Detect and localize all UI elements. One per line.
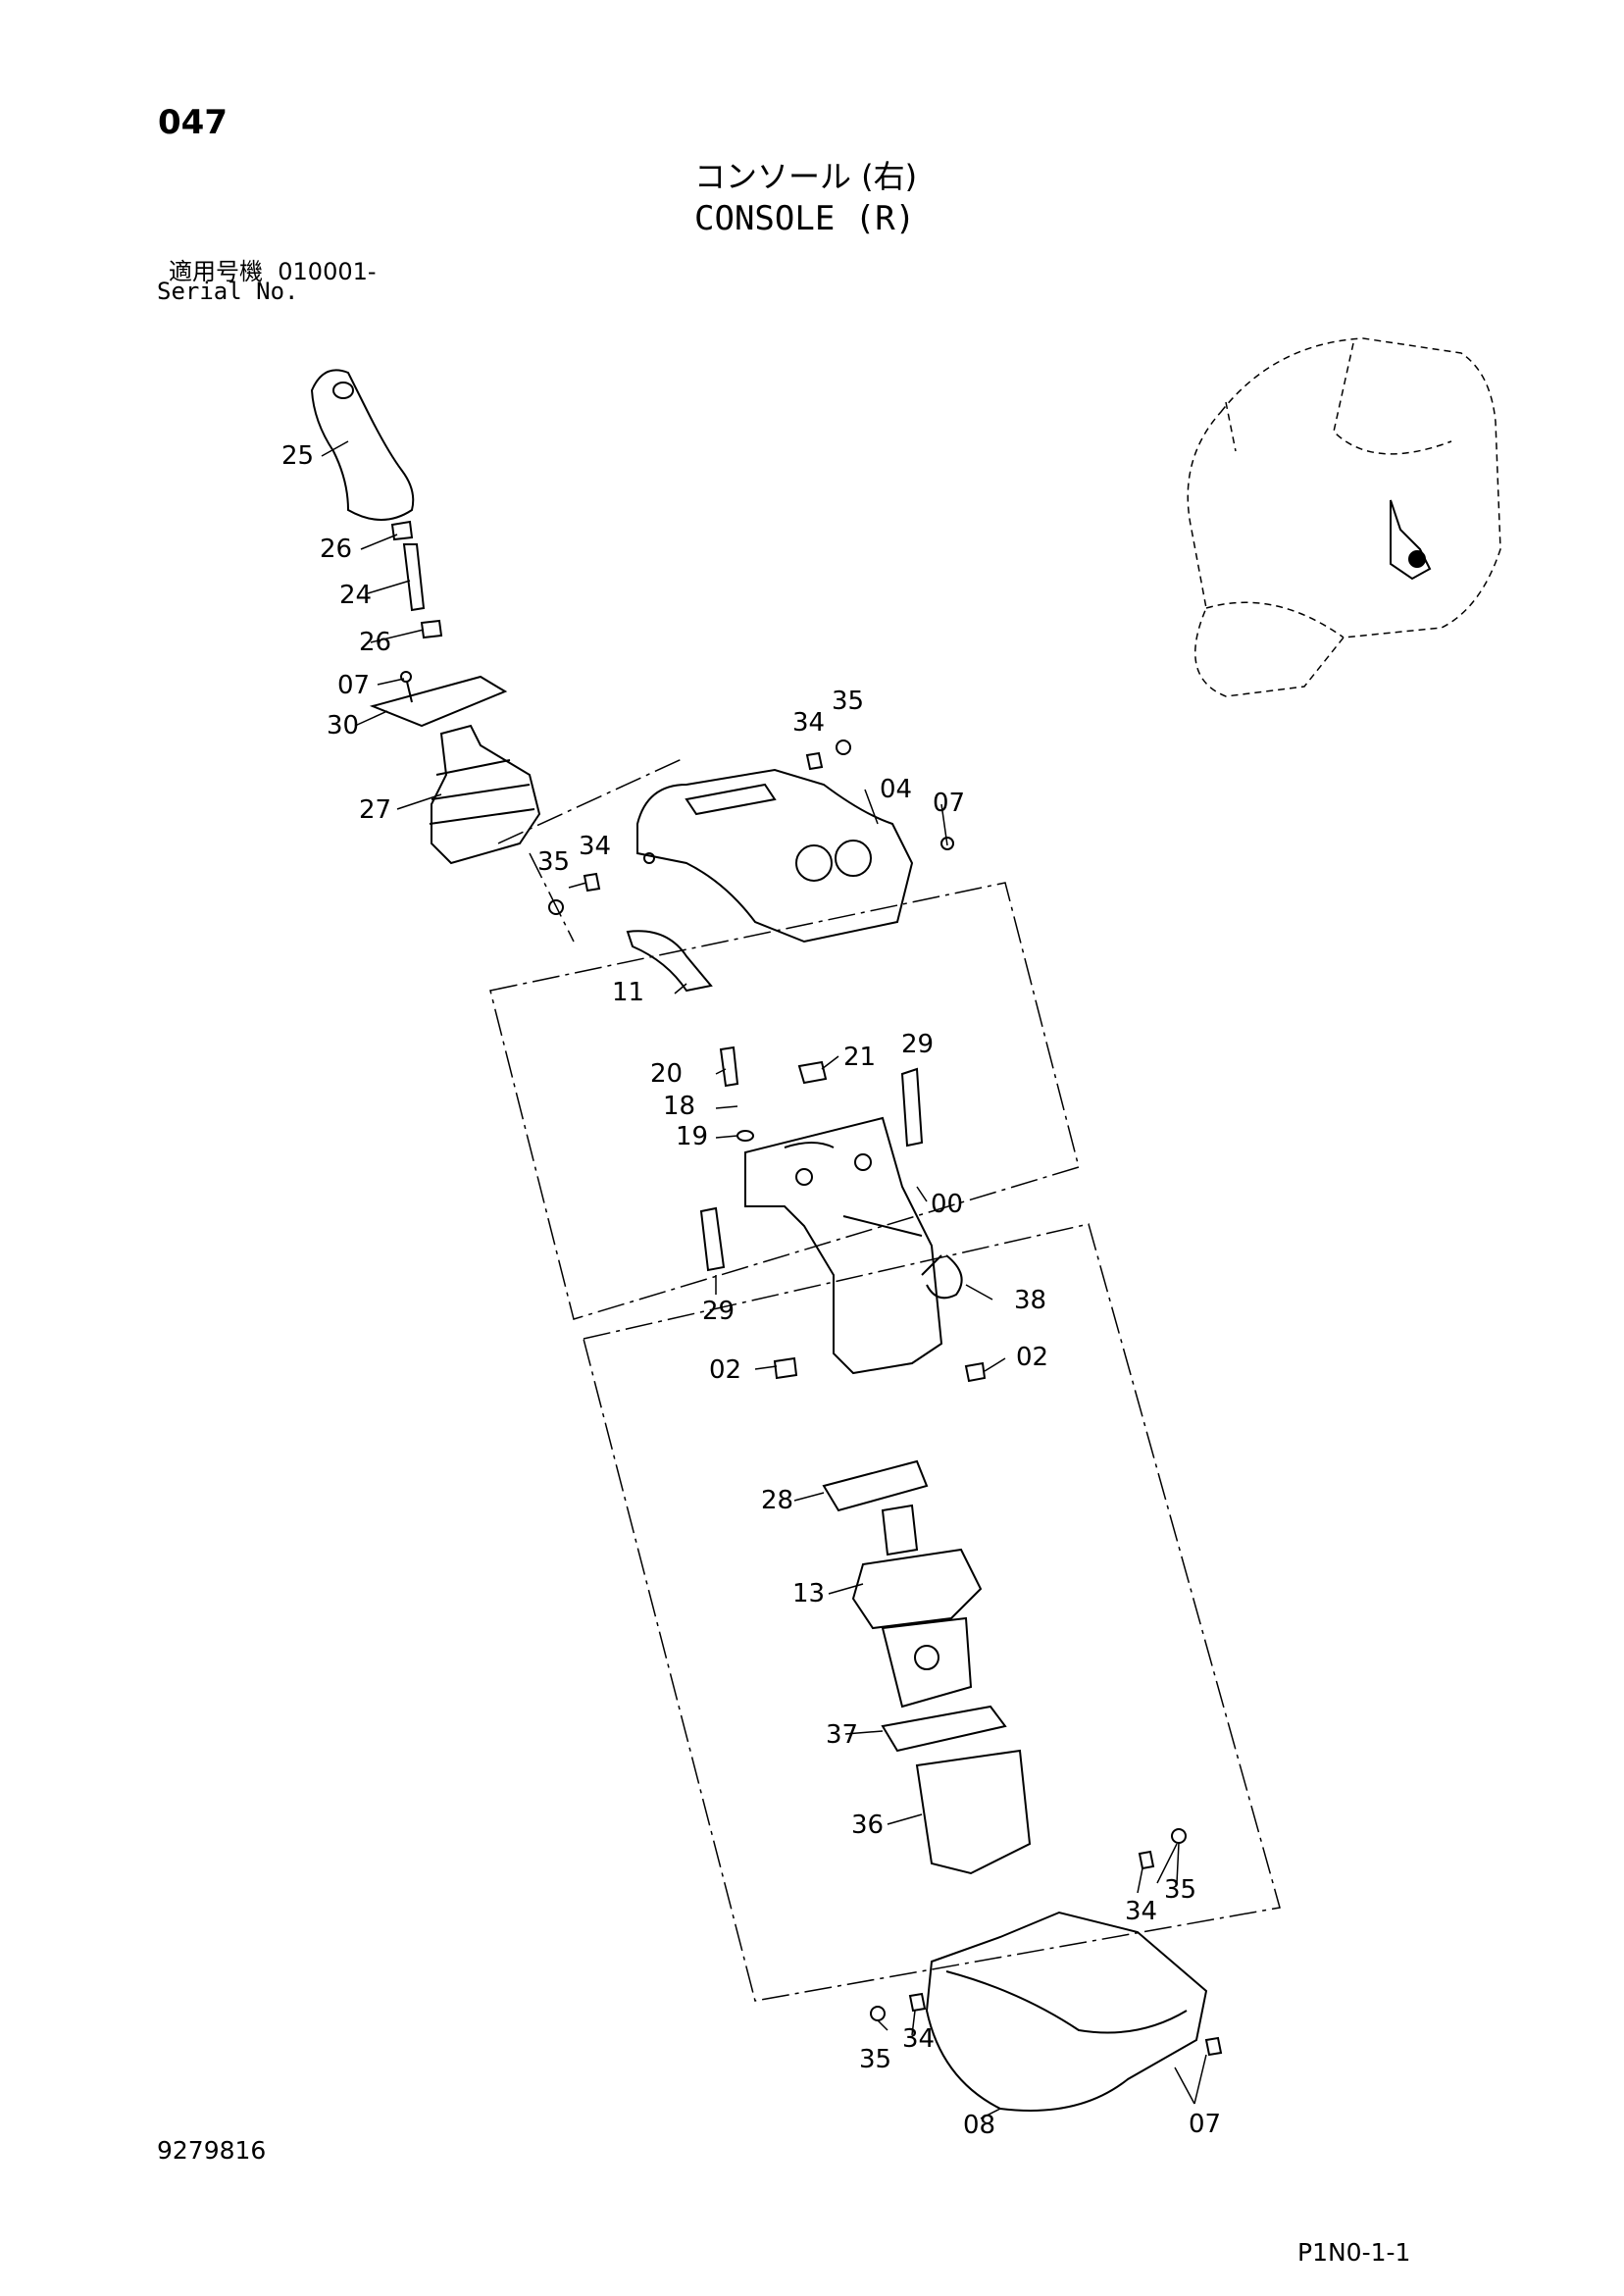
callout: 00 [931,1190,963,1219]
callout: 38 [1014,1286,1046,1315]
screw [805,751,824,771]
lever-rod [390,520,443,639]
lock-pin [926,1254,963,1300]
bolt [797,1060,828,1085]
locator-lever-icon [1390,499,1432,581]
lever-grip [310,369,415,521]
callout: 27 [359,795,391,825]
callout: 35 [537,847,570,877]
serial-label-english: Serial No. [157,278,299,305]
callout: 30 [327,711,359,740]
callout: 19 [676,1122,708,1151]
locator-view [1187,337,1501,697]
callout: 29 [702,1297,735,1326]
callout: 34 [1125,1897,1157,1926]
callout: 34 [792,708,825,738]
page-code: P1N0-1-1 [1297,2238,1411,2267]
boot-plate [369,671,508,728]
callout: 24 [339,581,372,610]
callout: 07 [933,789,965,818]
callout: 35 [859,2045,891,2074]
callout: 04 [880,775,912,804]
callout: 11 [612,978,644,1007]
bracket-plate [699,1206,726,1272]
callout: 20 [650,1059,683,1089]
callout: 08 [963,2111,995,2140]
lever-bracket [744,1116,943,1375]
dust-cover [915,1749,1032,1875]
bolt [964,1361,987,1383]
callout: 35 [832,687,864,716]
callout: 34 [579,832,611,861]
lever-boot [429,724,541,865]
screw [1138,1850,1155,1870]
callout-labels: 25 26 24 26 07 30 27 34 35 04 07 35 34 1… [281,441,1221,2140]
callout: 28 [761,1486,793,1515]
cap [940,837,954,850]
callout: 07 [337,671,370,700]
callout: 34 [902,2024,935,2054]
callout: 26 [320,535,352,564]
pin [719,1046,739,1088]
serial-value: 010001- [278,258,377,285]
callout: 26 [359,628,391,657]
cap [1171,1828,1187,1844]
pilot-valve [851,1504,983,1709]
callout: 13 [792,1579,825,1608]
callout: 36 [851,1811,884,1840]
page-number: 047 [158,103,228,142]
callout: 21 [843,1043,876,1072]
screw [1204,2036,1223,2057]
cap [548,899,564,915]
title-japanese: コンソール (右) [694,158,918,195]
document-number: 9279816 [157,2136,267,2165]
hook [626,930,713,993]
callout: 37 [826,1720,858,1750]
serial-label-japanese: 適用号機 [169,258,263,285]
screw [583,872,601,893]
callout: 02 [1016,1343,1048,1372]
callout: 07 [1189,2110,1221,2139]
console-top [636,768,914,944]
serial-row: 適用号機 010001- [169,252,377,286]
title-english: CONSOLE (R) [694,199,916,238]
assembly-boxes [489,758,1281,2002]
lower-cover [925,1911,1208,2112]
bolt [773,1356,798,1380]
washer [736,1130,754,1142]
callout: 25 [281,441,314,471]
callout: 35 [1164,1875,1196,1905]
seal-ring [881,1705,1007,1753]
gasket [822,1459,929,1512]
callout: 29 [901,1030,934,1059]
callout: 02 [709,1355,741,1385]
leader-lines [321,440,1207,2119]
screw [908,1992,927,2013]
callout: 18 [663,1092,695,1121]
cap [870,2006,886,2021]
bracket-plate [900,1067,924,1148]
cap [836,740,851,755]
